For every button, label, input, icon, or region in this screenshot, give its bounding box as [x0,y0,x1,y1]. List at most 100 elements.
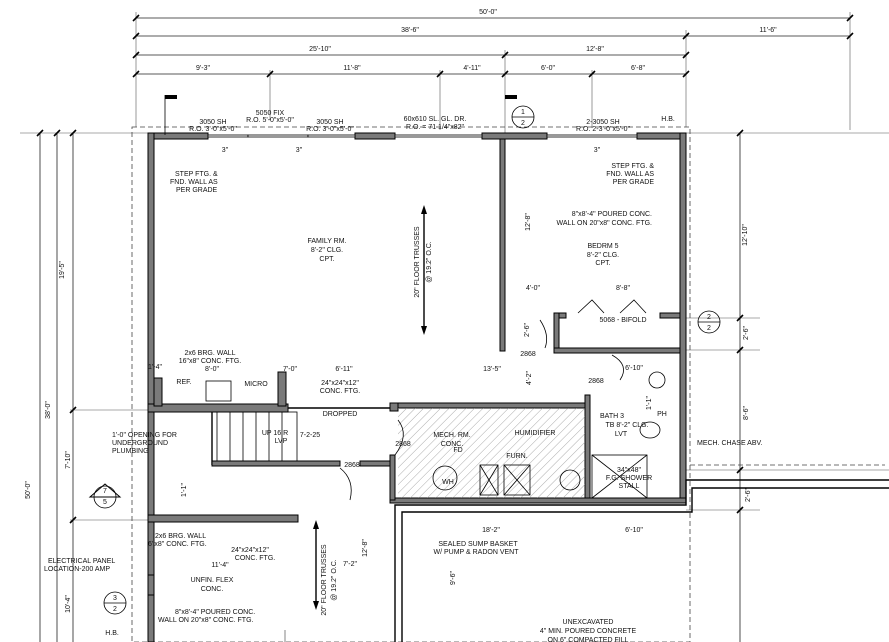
dimension-label: 11'-8" [343,65,361,72]
plan-label: LOCATION-200 AMP [44,566,110,573]
dimension-label: 6'-10" [625,365,643,372]
plan-label: 34"x48" [617,467,642,474]
door-swing [394,419,404,456]
dimension-label: 7'-0" [283,366,297,373]
plan-label: 3 [113,595,117,602]
plan-label: 5050 FIX [256,110,285,117]
dimension-label: 8'-6" [743,406,750,420]
plan-label: CONC. FTG. [320,388,360,395]
window-3050-mid [307,134,356,138]
plan-label: 6"x8" CONC. FTG. [148,541,207,548]
plan-label: PH [657,411,667,418]
exterior-walls [147,132,687,642]
bifold-door [619,299,647,314]
dimension-label: 11'-4" [211,562,229,569]
dimension-label: R.O. 3'-0"x5'-0" [189,126,237,133]
interior-walls [147,312,687,523]
top-dimensions [132,12,854,135]
plan-label: 7-2-25 [300,432,320,439]
plan-label: STALL [619,483,640,490]
plan-label: 2 [521,120,525,127]
plan-label: 5068 - BIFOLD [599,317,646,324]
dimension-label: 25'-10" [309,46,331,53]
plan-label: UNEXCAVATED [563,619,614,626]
plan-label: DROPPED [323,411,358,418]
plan-label: STEP FTG. & [175,171,218,178]
plan-label: PLUMBING [112,448,149,455]
section-markers [88,95,721,615]
plan-label: 2-3050 SH [586,119,619,126]
plan-label: 2 [707,325,711,332]
unexcavated-outline [284,479,889,642]
fixtures [147,299,666,596]
dimension-label: 7'-10" [65,451,72,469]
plan-label: @ 19.2" O.C. [426,241,433,283]
dimension-label: 2'-6" [524,323,531,337]
window-5050-fix [247,134,309,138]
mech-room-hatch [398,408,585,498]
plan-label: WALL ON 20"x8" CONC. FTG. [557,220,653,227]
plan-label: PER GRADE [613,179,655,186]
sink [205,380,232,402]
dimension-label: 9'-3" [196,65,210,72]
plan-label: PER GRADE [176,187,218,194]
water-heater-icon [432,465,458,491]
plan-label: 2x6 BRG. WALL [184,350,235,357]
sump-basket-icon [559,469,581,491]
plan-label: FND. WALL AS [170,179,218,186]
toilet-icon [639,421,661,439]
dimension-label: 3" [594,147,601,154]
plan-label: 2 [113,606,117,613]
window-3050-left [207,134,249,138]
plan-label: UNFIN. FLEX [191,577,234,584]
dimension-label: R.O. 2-3'-0"x5'-0" [576,126,630,133]
plan-label: ELECTRICAL PANEL [48,558,115,565]
dimension-label: 9'-6" [450,571,457,585]
dimension-label: 8'-0" [205,366,219,373]
plan-label: FD [453,447,462,454]
dimension-label: 6'-10" [625,527,643,534]
plan-label: CONC. [201,586,224,593]
plan-label: 5 [103,499,107,506]
dimension-label: 12'-10" [742,224,749,246]
plan-label: 2868 [520,351,536,358]
plan-label: WALL ON 20"x8" CONC. FTG. [158,617,254,624]
dimension-label: 4'-0" [526,285,540,292]
dimension-label: 50'-0" [25,481,32,499]
door-swing [611,354,624,381]
door-swing [339,467,352,501]
dimension-label: 8'-2" CLG. [587,252,619,259]
furnace-icon [503,464,531,496]
dimension-label: 8"x8'-4" POURED CONC. [175,609,255,616]
dimension-label: 6'-8" [631,65,645,72]
plan-label: 7 [103,488,107,495]
dimension-label: 3" [222,147,229,154]
plan-label: 2868 [344,462,360,469]
plan-label: MECH. RM. [433,432,470,439]
plan-label: WH [442,479,454,486]
dimension-label: 8"x8'-4" POURED CONC. [572,211,652,218]
plan-label: REF. [176,379,191,386]
plan-label: W/ PUMP & RADON VENT [433,549,519,556]
plan-label: CPT. [319,256,334,263]
plan-label: 20" FLOOR TRUSSES [321,544,328,616]
plan-label: 1 [521,109,525,116]
dimension-label: 12'-8" [362,539,369,557]
plan-labels: 50'-0"38'-6"11'-6"25'-10"12'-8"9'-3"11'-… [25,9,777,642]
side-dimensions [20,129,889,642]
door-swing [539,319,548,349]
electrical-panel [147,574,155,596]
plan-label: 4" MIN. POURED CONCRETE [540,628,637,635]
plan-label: FURN. [506,453,527,460]
plan-label: 20" FLOOR TRUSSES [414,226,421,298]
humidifier-icon [479,464,499,496]
dimension-label: 2'-6" [745,488,752,502]
window-2-3050 [546,134,638,138]
plan-label: 2868 [395,441,411,448]
plan-label: SEALED SUMP BASKET [438,541,518,548]
dimension-label: 19'-5" [59,261,66,279]
dimension-label: 50'-0" [479,9,497,16]
dimension-label: 18'-2" [482,527,500,534]
plan-label: R.O. = 71 1/4"x82" [406,124,465,131]
